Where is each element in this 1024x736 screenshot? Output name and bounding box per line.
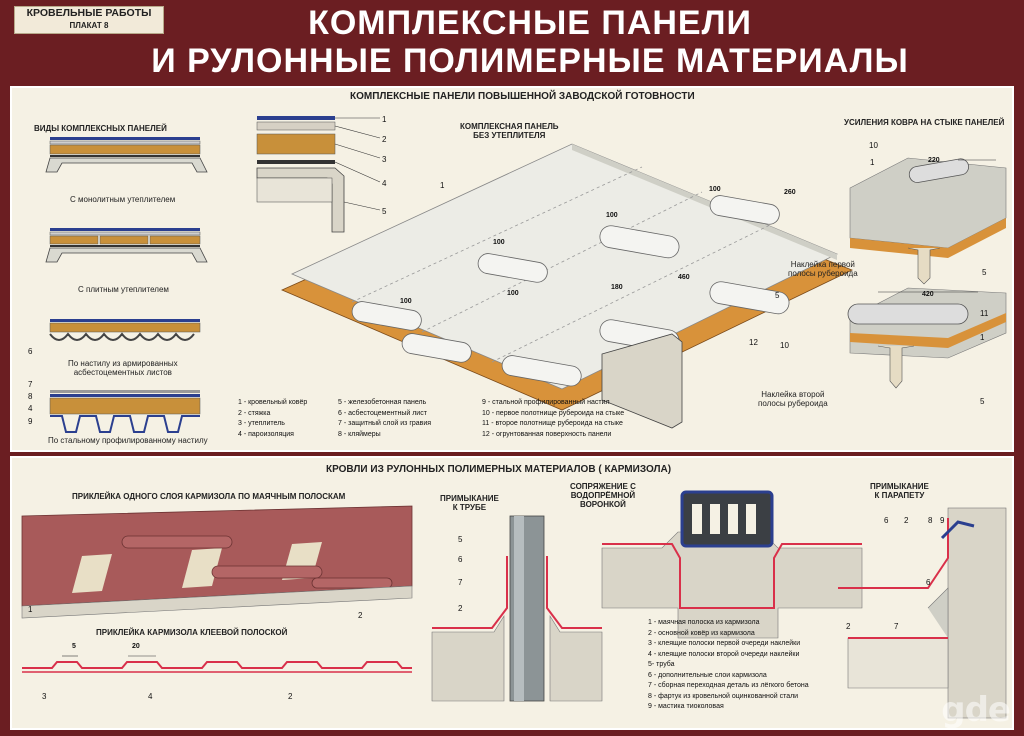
title-line1: КОМПЛЕКСНЫЕ ПАНЕЛИ	[308, 4, 752, 42]
dim-220: 220	[928, 157, 940, 164]
label-4: 4	[28, 404, 33, 413]
joint-label-5-a: 5	[982, 268, 987, 277]
panel-label-1: 1	[440, 181, 445, 190]
parapet-label-9: 9	[940, 516, 945, 525]
glue2-label-2: 2	[288, 692, 293, 701]
legend-col3: 9 - стальной профилированный настил 10 -…	[482, 399, 625, 438]
dim-460: 460	[678, 274, 690, 281]
label-9: 9	[28, 417, 33, 426]
dim-100-c: 100	[493, 239, 505, 246]
funnel-diagram	[601, 490, 863, 639]
pipe-label-5: 5	[458, 535, 463, 544]
parapet-diagram	[838, 507, 1007, 719]
glue1-label-2: 2	[358, 611, 363, 620]
parapet-title: ПРИМЫКАНИЕ К ПАРАПЕТУ	[870, 482, 929, 500]
layer-section-diagram	[256, 116, 381, 233]
header: КРОВЕЛЬНЫЕ РАБОТЫ ПЛАКАТ 8 КОМПЛЕКСНЫЕ П…	[0, 0, 1024, 84]
pipe-diagram	[431, 515, 603, 702]
glue2-label-3: 3	[42, 692, 47, 701]
joint-label-10-b: 10	[780, 341, 789, 350]
badge-line2: ПЛАКАТ 8	[69, 21, 109, 30]
pipe-label-6: 6	[458, 555, 463, 564]
glue2-label-4: 4	[148, 692, 153, 701]
dim-180: 180	[611, 284, 623, 291]
pipe-label-2: 2	[458, 604, 463, 613]
legend-col2: 5 - железобетонная панель 6 - асбестоцем…	[338, 399, 432, 438]
pipe-title: ПРИМЫКАНИЕ К ТРУБЕ	[440, 494, 499, 512]
isometric-panel-diagram	[281, 143, 853, 429]
section-title-top: КОМПЛЕКСНЫЕ ПАНЕЛИ ПОВЫШЕННОЙ ЗАВОДСКОЙ …	[350, 91, 695, 102]
joint-label-11: 11	[980, 309, 989, 318]
label-7: 7	[28, 380, 33, 389]
layer-label-4: 4	[382, 179, 387, 188]
glue2-diagram	[22, 655, 412, 673]
type1-caption: С монолитным утеплителем	[70, 195, 176, 204]
panel-types-diagram	[45, 137, 208, 433]
dim-100-b: 100	[606, 212, 618, 219]
joint-label-1-b: 1	[980, 333, 985, 342]
pipe-label-7: 7	[458, 578, 463, 587]
joint-title: УСИЛЕНИЯ КОВРА НА СТЫКЕ ПАНЕЛЕЙ	[844, 118, 1005, 127]
joint-caption-1: Наклейка первой полосы рубероида	[788, 260, 858, 278]
joint-caption-2: Наклейка второй полосы рубероида	[758, 390, 828, 408]
layer-label-2: 2	[382, 135, 387, 144]
legend-col1: 1 - кровельный ковёр 2 - стяжка 3 - утеп…	[238, 399, 308, 438]
panel-label-5: 5	[775, 291, 780, 300]
dim-100-a: 100	[709, 186, 721, 193]
glue2-title: ПРИКЛЕЙКА КАРМИЗОЛА КЛЕЕВОЙ ПОЛОСКОЙ	[96, 628, 288, 637]
badge-line1: КРОВЕЛЬНЫЕ РАБОТЫ	[26, 7, 152, 19]
parapet-label-6-a: 6	[884, 516, 889, 525]
page-title: КОМПЛЕКСНЫЕ ПАНЕЛИ И РУЛОННЫЕ ПОЛИМЕРНЫЕ…	[120, 4, 940, 80]
title-line2: И РУЛОННЫЕ ПОЛИМЕРНЫЕ МАТЕРИАЛЫ	[151, 42, 909, 80]
label-6: 6	[28, 347, 33, 356]
glue1-label-1: 1	[28, 605, 33, 614]
glue1-diagram	[21, 505, 413, 619]
dim-100-d: 100	[507, 290, 519, 297]
type4-caption: По стальному профилированному настилу	[48, 436, 208, 445]
type2-caption: С плитным утеплителем	[78, 285, 169, 294]
parapet-label-7: 7	[894, 622, 899, 631]
panel-polymer-roofs: КРОВЛИ ИЗ РУЛОННЫХ ПОЛИМЕРНЫХ МАТЕРИАЛОВ…	[10, 456, 1014, 730]
joint-label-5-b: 5	[980, 397, 985, 406]
bottom-legend: 1 - маячная полоска из кармизола 2 - осн…	[648, 619, 809, 710]
joint-label-1-a: 1	[870, 158, 875, 167]
layer-label-1: 1	[382, 115, 387, 124]
parapet-label-6-b: 6	[926, 578, 931, 587]
panel-caption: КОМПЛЕКСНАЯ ПАНЕЛЬ БЕЗ УТЕПЛИТЕЛЯ	[460, 122, 559, 140]
parapet-label-2-a: 2	[904, 516, 909, 525]
parapet-label-8: 8	[928, 516, 933, 525]
parapet-label-2-b: 2	[846, 622, 851, 631]
joint-label-10-a: 10	[869, 141, 878, 150]
layer-label-5: 5	[382, 207, 387, 216]
label-8: 8	[28, 392, 33, 401]
dim-20: 20	[132, 643, 140, 650]
watermark: gde	[941, 690, 1011, 730]
dim-420: 420	[922, 291, 934, 298]
glue1-title: ПРИКЛЕЙКА ОДНОГО СЛОЯ КАРМИЗОЛА ПО МАЯЧН…	[72, 492, 346, 501]
funnel-title: СОПРЯЖЕНИЕ С ВОДОПРЁМНОЙ ВОРОНКОЙ	[570, 482, 636, 509]
dim-260: 260	[784, 189, 796, 196]
panel-label-12: 12	[749, 338, 758, 347]
dim-100-e: 100	[400, 298, 412, 305]
poster-badge: КРОВЕЛЬНЫЕ РАБОТЫ ПЛАКАТ 8	[14, 6, 164, 34]
dim-5: 5	[72, 643, 76, 650]
type3-caption: По настилу из армированных асбестоцемент…	[68, 359, 178, 377]
section-title-bottom: КРОВЛИ ИЗ РУЛОННЫХ ПОЛИМЕРНЫХ МАТЕРИАЛОВ…	[326, 464, 672, 475]
layer-label-3: 3	[382, 155, 387, 164]
types-title: ВИДЫ КОМПЛЕКСНЫХ ПАНЕЛЕЙ	[34, 124, 167, 133]
panel-complex-panels: КОМПЛЕКСНЫЕ ПАНЕЛИ ПОВЫШЕННОЙ ЗАВОДСКОЙ …	[10, 86, 1014, 452]
joint-diagram	[847, 157, 1007, 389]
